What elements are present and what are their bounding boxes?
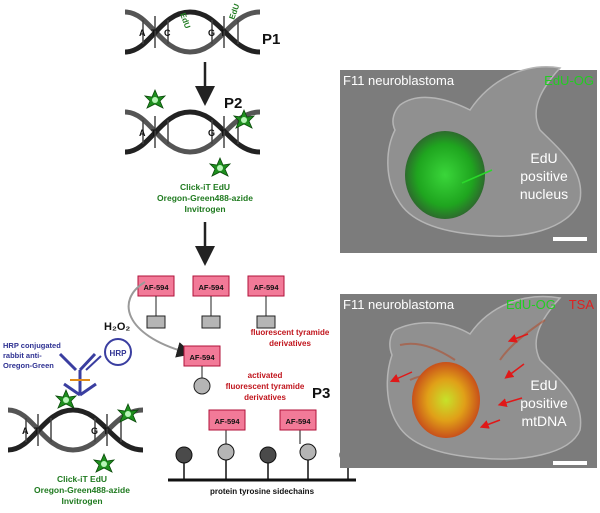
micrograph-title: F11 neuroblastoma — [343, 297, 455, 312]
dna-base-letter: T — [220, 28, 226, 38]
activated-tyramide-line2: fluorescent tyramide — [226, 382, 305, 391]
antibody-icon — [58, 352, 102, 397]
tyrosine-sidechain — [259, 446, 277, 480]
dna-helix-p3 — [7, 407, 144, 453]
activated-tyramide-line1: activated — [248, 371, 283, 380]
clickit-label-line3: Invitrogen — [61, 496, 102, 506]
af594-label: AF-594 — [214, 417, 240, 426]
fluorophore-star-icon — [54, 388, 78, 409]
hrp-caption-line2: rabbit anti- — [3, 351, 42, 360]
clickit-label-line1: Click-iT EdU — [180, 182, 230, 192]
dna-base-letter: T — [151, 128, 157, 138]
dna-base-letter: A — [139, 28, 146, 38]
annotation-line1: EdU — [530, 150, 557, 166]
clickit-label-line1: Click-iT EdU — [57, 474, 107, 484]
af594-box — [137, 275, 175, 329]
af594-label: AF-594 — [253, 283, 279, 292]
micrograph-top — [340, 66, 597, 253]
hrp-caption-line1: HRP conjugated — [3, 341, 61, 350]
annotation-line3: mtDNA — [521, 413, 567, 429]
hrp-enzyme — [104, 338, 132, 366]
p2-label: P2 — [224, 95, 242, 112]
channel-label-red: TSA — [569, 297, 595, 312]
fluor-tyramide-line2: derivatives — [269, 339, 311, 348]
clickit-label-line2: Oregon-Green488-azide — [34, 485, 130, 495]
micrograph-title: F11 neuroblastoma — [343, 73, 455, 88]
af594-label: AF-594 — [143, 283, 169, 292]
af594-label: AF-594 — [198, 283, 224, 292]
clickit-label-line3: Invitrogen — [184, 204, 225, 214]
p1-label: P1 — [262, 31, 280, 48]
h2o2-label: H₂O₂ — [104, 321, 130, 333]
dna-helix-p1 — [124, 9, 261, 55]
af594-box — [247, 275, 285, 329]
fluorophore-star-icon — [116, 402, 140, 423]
tyrosine-sidechain — [175, 446, 193, 480]
fluorophore-star-icon — [143, 88, 167, 109]
af594-box — [192, 275, 230, 329]
tyrosine-sidechain — [279, 409, 317, 480]
af594-label: AF-594 — [285, 417, 311, 426]
dna-base-letter: T — [151, 28, 157, 38]
dna-base-letter: G — [208, 28, 215, 38]
fluorophore-star-icon — [232, 108, 256, 129]
protein-label: protein tyrosine sidechains — [210, 487, 315, 496]
dna-base-letter: C — [164, 28, 171, 38]
fluorophore-star-icon — [92, 452, 116, 473]
annotation-line3: nucleus — [520, 186, 568, 202]
af594-label: AF-594 — [189, 353, 215, 362]
annotation-line1: EdU — [530, 377, 557, 393]
dna-base-letter: G — [208, 128, 215, 138]
hrp-caption-line3: Oregon-Green — [3, 361, 54, 370]
channel-label-green: EdU-OG — [506, 297, 556, 312]
fluorophore-star-icon — [208, 156, 232, 177]
clickit-label-line2: Oregon-Green488-azide — [157, 193, 253, 203]
channel-label-green: EdU-OG — [544, 73, 594, 88]
dna-base-letter: G — [91, 426, 98, 436]
dna-base-letter: A — [139, 128, 146, 138]
p3-label: P3 — [312, 385, 330, 402]
dna-base-letter: T — [103, 426, 109, 436]
hrp-label: HRP — [110, 349, 128, 358]
annotation-line2: positive — [520, 168, 568, 184]
activated-tyramide-line3: derivatives — [244, 393, 286, 402]
activated-af594 — [183, 345, 221, 395]
activation-arrow — [127, 281, 193, 358]
fluor-tyramide-line1: fluorescent tyramide — [251, 328, 330, 337]
dna-base-letter: T — [34, 426, 40, 436]
annotation-line2: positive — [520, 395, 568, 411]
dna-base-letter: A — [22, 426, 29, 436]
dna-base-letter: T — [220, 128, 226, 138]
micrograph-bottom — [340, 294, 597, 468]
tyrosine-sidechain — [208, 409, 246, 480]
